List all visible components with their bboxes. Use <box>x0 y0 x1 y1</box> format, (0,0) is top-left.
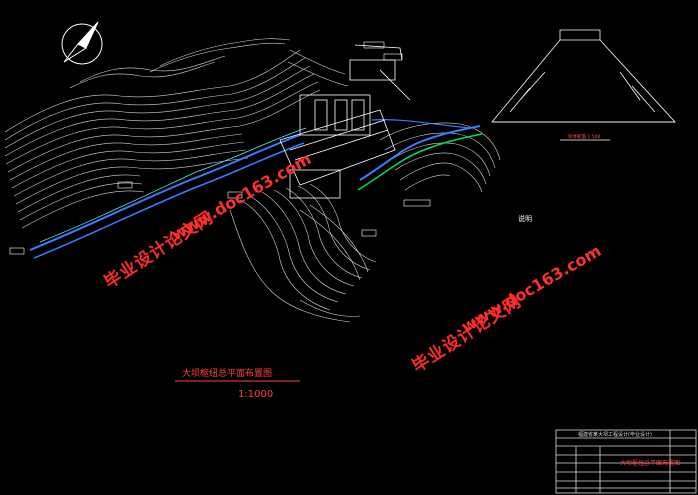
title-block-drawing-name: 大坝枢纽总平面布置图 <box>620 460 681 467</box>
plan-labels <box>9 41 431 255</box>
plan-title: 大坝枢纽总平面布置图 <box>182 369 273 379</box>
north-arrow-icon <box>61 21 103 65</box>
river <box>29 119 483 259</box>
dam-cross-section <box>491 29 676 141</box>
terrain-contours <box>4 38 501 323</box>
notes-heading: 说明 <box>518 215 532 223</box>
title-block <box>555 429 697 494</box>
dam-structures <box>279 44 411 199</box>
plan-scale: 1:1000 <box>238 389 274 400</box>
section-caption: 坝体断面 1:500 <box>568 135 601 140</box>
title-block-project: 福建省某大坝工程设计(毕业设计) <box>578 432 652 438</box>
